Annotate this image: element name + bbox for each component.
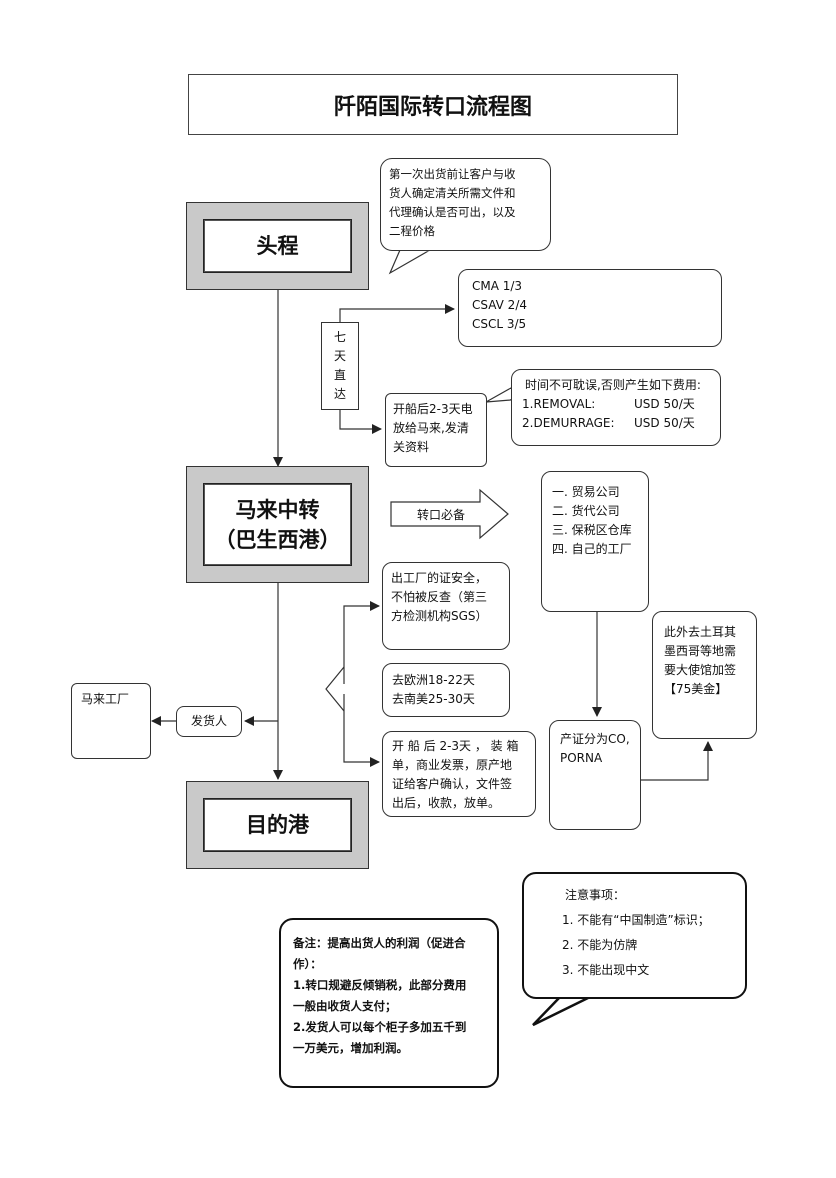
release-docs-line: 开船后2-3天电 — [393, 402, 473, 416]
factory-cert-box: 出工厂的证安全， 不怕被反查（第三 方检测机构SGS） — [382, 562, 510, 650]
node-factory: 马来工厂 — [71, 683, 151, 759]
notice-callout: 注意事项： 1. 不能有“中国制造”标识； 2. 不能为仿牌 3. 不能出现中文 — [522, 872, 747, 999]
arrow-to-release — [339, 410, 382, 434]
notice-item: 3. 不能出现中文 — [562, 963, 650, 977]
node-shipper: 发货人 — [176, 706, 242, 737]
callout-first-line: 代理确认是否可出，以及 — [389, 205, 516, 219]
remarks-line: 1.转口规避反倾销税，此部分费用 — [293, 978, 467, 992]
node-transfer-label: 马来中转 （巴生西港） — [203, 483, 352, 566]
callout-first-shipment: 第一次出货前让客户与收 货人确定清关所需文件和 代理确认是否可出，以及 二程价格 — [380, 158, 551, 251]
company-type-item: 二. 货代公司 — [552, 504, 620, 518]
after-sailing-line: 证给客户确认，文件签 — [392, 777, 513, 791]
remarks-line: 一万美元，增加利润。 — [293, 1041, 408, 1055]
co-forms-line: 产证分为CO, — [560, 732, 630, 746]
arrow-co-to-embassy — [641, 741, 713, 781]
factory-cert-line: 不怕被反查（第三 — [391, 590, 488, 604]
callout-first-line: 二程价格 — [389, 224, 435, 238]
node-toucheng-label: 头程 — [203, 219, 352, 273]
transit-time-item: 去南美25-30天 — [392, 692, 475, 706]
fee-amount: USD 50/天 — [634, 397, 695, 411]
remarks-box: 备注：提高出货人的利润（促进合 作）： 1.转口规避反倾销税，此部分费用 一般由… — [279, 918, 499, 1088]
after-sailing-box: 开 船 后 2-3天 ， 装 箱 单，商业发票，原产地 证给客户确认，文件签 出… — [382, 731, 536, 817]
seven-days-char: 直 — [333, 368, 346, 382]
co-forms-box: 产证分为CO, PORNA — [549, 720, 641, 830]
company-types-box: 一. 贸易公司 二. 货代公司 三. 保税区仓库 四. 自己的工厂 — [541, 471, 649, 612]
callout-first-line: 货人确定清关所需文件和 — [389, 186, 516, 200]
after-sailing-line: 单，商业发票，原产地 — [392, 758, 513, 772]
carrier-list: CMA 1/3 CSAV 2/4 CSCL 3/5 — [458, 269, 722, 347]
arrow-to-carriers — [339, 304, 455, 322]
remarks-line: 2.发货人可以每个柜子多加五千到 — [293, 1020, 467, 1034]
transit-time-item: 去欧洲18-22天 — [392, 673, 475, 687]
embassy-note-box: 此外去土耳其 墨西哥等地需 要大使馆加签 【75美金】 — [652, 611, 757, 739]
company-type-item: 一. 贸易公司 — [552, 485, 620, 499]
node-factory-label: 马来工厂 — [81, 692, 130, 706]
callout-tail-notice — [532, 995, 591, 1027]
fee-amount: USD 50/天 — [634, 416, 695, 430]
embassy-note-line: 要大使馆加签 — [664, 663, 737, 677]
after-sailing-line: 出后，收款，放单。 — [392, 796, 501, 810]
transfer-required-label: 转口必备 — [416, 508, 465, 522]
fee-name: 2.DEMURRAGE: — [522, 416, 615, 430]
factory-cert-line: 方检测机构SGS） — [391, 609, 488, 623]
release-docs-line: 放给马来,发清 — [393, 421, 469, 435]
notice-item: 2. 不能为仿牌 — [562, 938, 638, 952]
seven-days-direct-label: 七 天 直 达 — [321, 322, 359, 410]
seven-days-char: 七 — [333, 330, 346, 344]
fee-row: 1.REMOVAL: USD 50/天 — [522, 395, 710, 414]
node-destination-label: 目的港 — [203, 798, 352, 852]
release-docs-line: 关资料 — [393, 440, 430, 454]
node-shipper-label: 发货人 — [190, 714, 227, 728]
after-sailing-line: 开 船 后 2-3天 ， 装 箱 — [392, 739, 519, 753]
embassy-note-line: 墨西哥等地需 — [664, 644, 737, 658]
node-destination: 目的港 — [186, 781, 369, 869]
transit-times-box: 去欧洲18-22天 去南美25-30天 — [382, 663, 510, 717]
transfer-required-arrow — [390, 488, 509, 540]
callout-tail-fees — [485, 386, 512, 403]
company-type-item: 四. 自己的工厂 — [552, 542, 632, 556]
node-toucheng: 头程 — [186, 202, 369, 290]
arrow-to-factory-cert — [343, 601, 380, 684]
notice-header: 注意事项： — [565, 888, 626, 902]
carrier-item: CSCL 3/5 — [472, 317, 527, 331]
factory-cert-line: 出工厂的证安全， — [391, 571, 488, 585]
carrier-item: CSAV 2/4 — [472, 298, 527, 312]
company-type-item: 三. 保税区仓库 — [552, 523, 632, 537]
seven-days-char: 天 — [333, 349, 346, 363]
embassy-note-line: 此外去土耳其 — [664, 625, 737, 639]
arrow-to-after-sailing — [343, 694, 380, 767]
carrier-item: CMA 1/3 — [472, 279, 523, 293]
remarks-line: 备注：提高出货人的利润（促进合 — [293, 936, 466, 950]
notice-item: 1. 不能有“中国制造”标识； — [562, 913, 710, 927]
remarks-line: 一般由收货人支付； — [293, 999, 397, 1013]
release-docs-box: 开船后2-3天电 放给马来,发清 关资料 — [385, 393, 487, 467]
fees-box: 时间不可耽误,否则产生如下费用: 1.REMOVAL: USD 50/天 2.DE… — [511, 369, 721, 446]
node-transfer-line: 马来中转 — [235, 497, 320, 522]
fees-header: 时间不可耽误,否则产生如下费用: — [525, 378, 701, 392]
bracket-point — [325, 666, 345, 712]
node-transfer-line: （巴生西港） — [214, 527, 341, 552]
callout-tail-first — [388, 249, 433, 275]
node-transfer: 马来中转 （巴生西港） — [186, 466, 369, 583]
fee-row: 2.DEMURRAGE: USD 50/天 — [522, 414, 710, 433]
page-title: 阡陌国际转口流程图 — [188, 74, 678, 135]
co-forms-line: PORNA — [560, 751, 603, 765]
embassy-note-line: 【75美金】 — [664, 682, 728, 696]
fee-name: 1.REMOVAL: — [522, 397, 596, 411]
callout-first-line: 第一次出货前让客户与收 — [389, 167, 516, 181]
seven-days-char: 达 — [333, 387, 346, 401]
remarks-line: 作）： — [293, 957, 322, 971]
